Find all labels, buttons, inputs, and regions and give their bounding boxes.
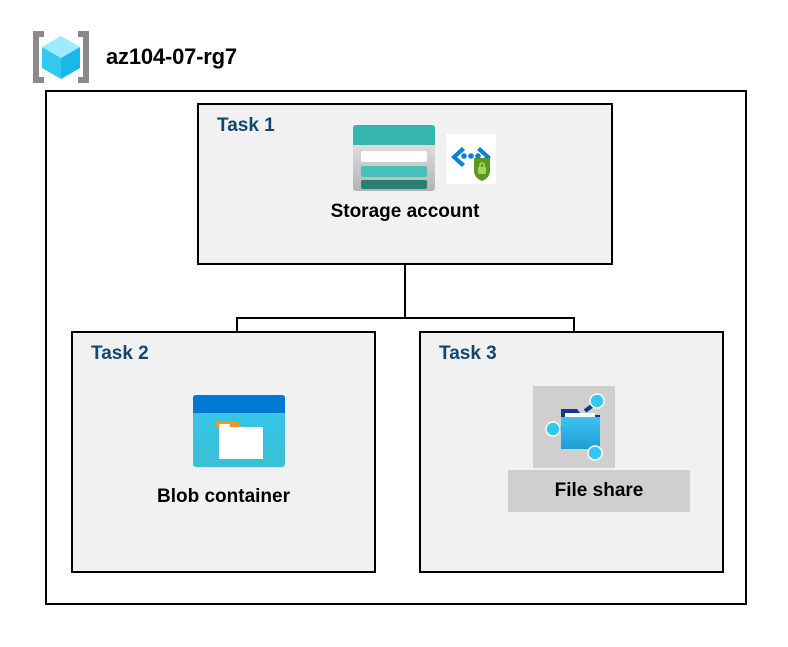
secure-code-shield-icon <box>446 134 496 184</box>
file-share-icon-highlight <box>533 386 615 468</box>
file-share-icon <box>545 393 605 461</box>
storage-account-label: Storage account <box>330 201 480 222</box>
connector-horizontal-bus <box>236 317 575 319</box>
resource-group-icon <box>33 31 89 83</box>
file-share-label-text: File share <box>554 480 644 501</box>
file-share-label: File share <box>508 470 690 512</box>
task-2-label: Task 2 <box>91 343 149 364</box>
storage-account-icon <box>353 125 435 191</box>
resource-group-header: az104-07-rg7 <box>30 26 237 88</box>
task-1-label: Task 1 <box>217 115 275 136</box>
blob-container-label: Blob container <box>156 486 290 507</box>
task-3-label: Task 3 <box>439 343 497 364</box>
connector-storage-stem <box>404 265 406 318</box>
page-title: az104-07-rg7 <box>106 44 237 69</box>
blob-container-icon <box>193 395 285 467</box>
